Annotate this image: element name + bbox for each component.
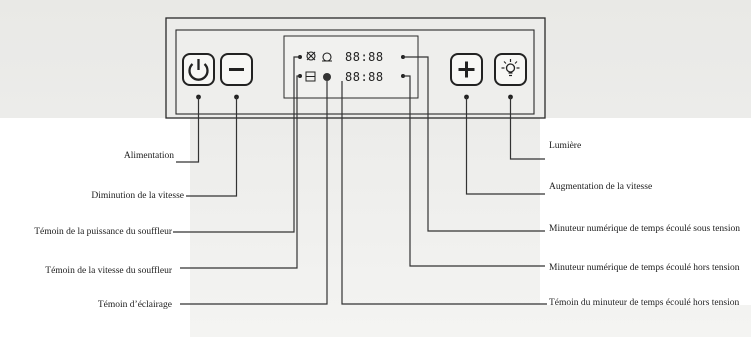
leader-lines-left (173, 56, 328, 305)
plus-button[interactable] (450, 53, 483, 86)
power-icon (188, 59, 209, 81)
label-minuteur-sous-tension: Minuteur numérique de temps écoulé sous … (549, 224, 741, 234)
label-augmentation-vitesse: Augmentation de la vitesse (549, 182, 653, 192)
label-minuteur-hors-tension: Minuteur numérique de temps écoulé hors … (549, 263, 740, 273)
label-alimentation: Alimentation (123, 151, 174, 161)
leader-lines-right (341, 56, 547, 305)
power-button[interactable] (182, 53, 215, 86)
display-digits-row-2: 88:88 (345, 70, 384, 84)
label-area-right (540, 118, 751, 305)
label-diminution-vitesse: Diminution de la vitesse (91, 191, 184, 201)
label-temoin-vitesse-souffleur: Témoin de la vitesse du souffleur (45, 266, 172, 276)
light-bulb-icon (501, 59, 520, 77)
speed-icon (322, 52, 332, 62)
label-temoin-minuteur-hors-tension: Témoin du minuteur de temps écoulé hors … (549, 298, 740, 308)
display-digits-row-1: 88:88 (345, 50, 384, 64)
plus-icon (458, 61, 475, 78)
minus-button[interactable] (220, 53, 253, 86)
label-lumiere: Lumière (549, 141, 582, 151)
display-window (283, 35, 419, 99)
speed-level-icon (305, 71, 316, 82)
label-temoin-puissance-souffleur: Témoin de la puissance du souffleur (34, 227, 172, 237)
light-indicator-icon (323, 73, 331, 81)
fan-icon (306, 51, 316, 61)
light-button[interactable] (494, 53, 527, 86)
label-area-left-bottom (0, 230, 180, 337)
display-row-1: 88:88 (298, 50, 405, 64)
label-temoin-eclairage: Témoin d’éclairage (97, 300, 172, 310)
